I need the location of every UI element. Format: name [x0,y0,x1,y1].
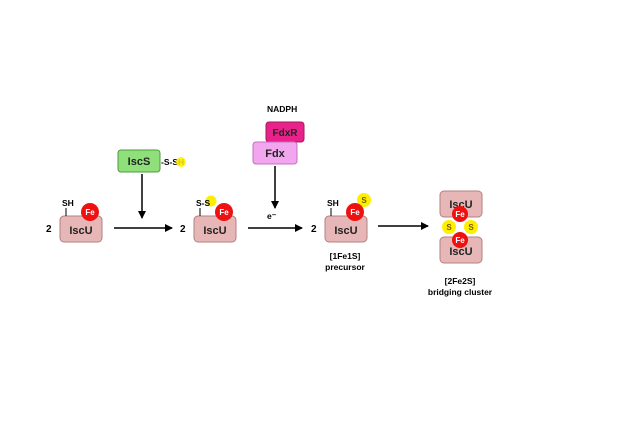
fe-label: Fe [455,236,465,245]
fe-atom [81,203,99,221]
electron-donor-chain: NADPH FdxR Fdx [252,104,305,165]
persulfide-sulfur [205,195,217,207]
iscu-box [193,215,237,243]
stage-1-iscu-fe: 2 IscU SH Fe [46,198,103,243]
iscs-box [117,149,161,173]
ss-group-label: S-S [196,198,211,208]
nadph-label: NADPH [267,104,297,114]
s-label: S [446,223,452,232]
stage-3-precursor: 2 IscU SH S Fe [1Fe1S] precursor [311,193,371,272]
fe-atom-bottom [452,232,468,248]
fe-label: Fe [455,210,465,219]
persulfide-sulfur [176,157,186,167]
stoichiometry-label: 2 [311,224,317,235]
fdxr-label: FdxR [273,128,299,139]
fe-label: Fe [350,208,360,217]
iscu-label: IscU [69,225,92,237]
iscu-label: IscU [203,225,226,237]
sh-group-label: SH [327,198,339,208]
cluster-label-line1: [2Fe2S] [445,276,476,286]
iscu-box [59,215,103,243]
iscu-box [324,215,368,243]
iscu-label: IscU [334,225,357,237]
precursor-label-line1: [1Fe1S] [330,251,361,261]
stage-4-bridging-cluster: IscU IscU Fe Fe S S [2Fe2S] bridging clu… [428,190,493,297]
iscu-label: IscU [449,246,472,258]
s-label: S [468,223,474,232]
cluster-label-line2: bridging cluster [428,287,493,297]
precursor-label-line2: precursor [325,262,365,272]
sulfur-atom-left [442,220,456,234]
sulfur-atom-right [464,220,478,234]
stoichiometry-label: 2 [180,224,186,235]
stoichiometry-label: 2 [46,224,52,235]
sulfur-atom [357,193,371,207]
fe-atom [215,203,233,221]
fe-label: Fe [85,208,95,217]
stage-2-iscu-persulfide: 2 IscU S-S Fe [180,195,237,243]
iscs-donor: IscS -S-SH [117,149,186,173]
electron-label: e⁻ [267,211,277,221]
sh-group-label: SH [62,198,74,208]
iscs-label: IscS [128,156,151,168]
fdx-box [252,141,298,165]
s-label: S [361,196,367,205]
fe-atom [346,203,364,221]
fe-label: Fe [219,208,229,217]
fe-atom-top [452,206,468,222]
fdx-label: Fdx [265,148,285,160]
iscs-persulfide-label: -S-SH [161,157,184,167]
